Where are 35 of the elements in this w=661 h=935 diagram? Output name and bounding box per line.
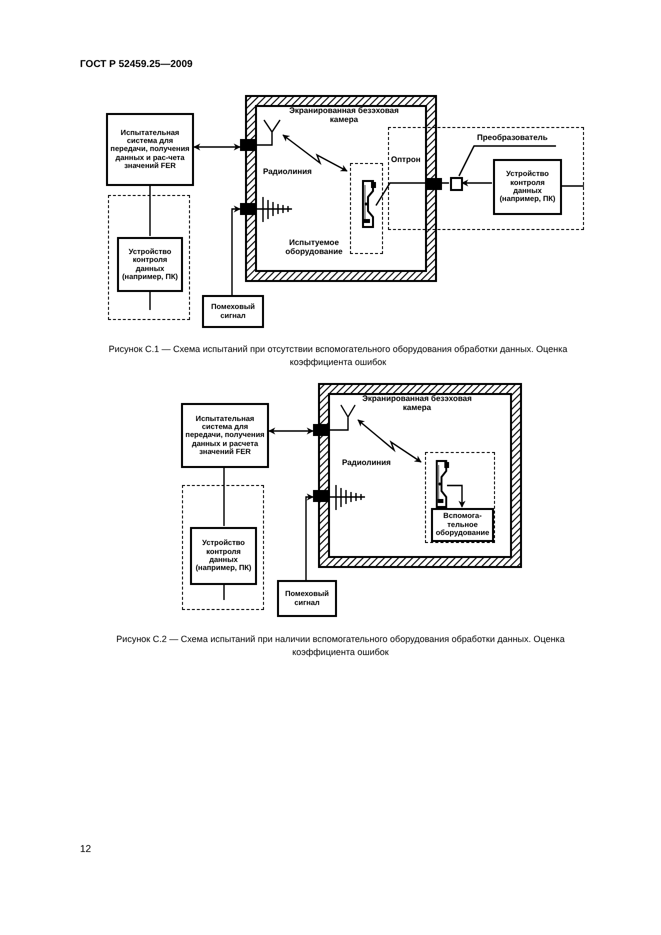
connector-line [375, 182, 449, 206]
handset-drawing [433, 459, 450, 509]
connector-line [461, 180, 492, 186]
connector-line [282, 134, 348, 172]
region-label: Оптрон [391, 154, 421, 166]
antenna-icon [340, 404, 356, 418]
connector-line [149, 186, 151, 236]
converter-box [450, 177, 463, 191]
connector-line [357, 419, 422, 463]
connector-line [231, 206, 241, 295]
antenna-icon [263, 119, 281, 133]
page-header: ГОСТ Р 52459.25—2009 [80, 58, 193, 72]
chamber-title: Экранированная безэховая камера [361, 394, 473, 412]
page-number: 12 [80, 843, 92, 857]
leader-line [458, 145, 556, 176]
edge-label: Радиолиния [342, 457, 391, 469]
dashed-boundary [182, 485, 264, 610]
dashed-boundary [350, 163, 383, 254]
connector-line [447, 484, 466, 508]
dashed-boundary [425, 452, 495, 543]
connector-line [268, 428, 314, 434]
figure-caption: Рисунок С.1 — Схема испытаний при отсутствии вспомогательного оборудования обработки данных. Оценка коэффициента ошибок [108, 343, 568, 368]
edge-label: Радиолиния [263, 166, 312, 178]
connector-line [305, 494, 314, 580]
shielded-chamber [318, 383, 522, 568]
diagram-label: Испытуемое оборудование [284, 238, 344, 256]
dashed-boundary [388, 127, 584, 230]
dashed-boundary [108, 195, 190, 320]
handset-drawing [359, 179, 377, 229]
connector-line [223, 468, 225, 526]
connector-line [193, 144, 241, 150]
shielded-chamber [245, 95, 437, 282]
chamber-title: Экранированная безэховая камера [288, 106, 400, 124]
figure-caption: Рисунок С.2 — Схема испытаний при наличии вспомогательного оборудования обработки данных. Оценка коэффициента ошибок [115, 633, 566, 658]
callout-label: Преобразователь [475, 134, 557, 147]
